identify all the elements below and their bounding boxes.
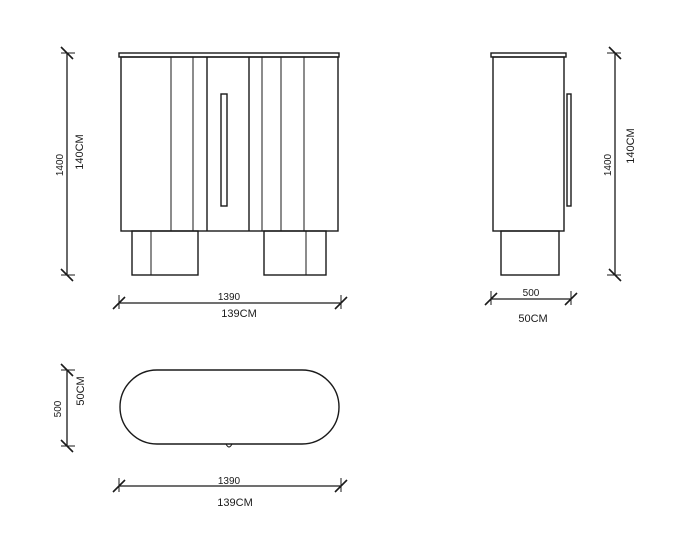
top-depth-mm-label: 500 bbox=[53, 400, 64, 417]
side-depth-mm-label: 500 bbox=[523, 288, 540, 299]
top-width-cm-label: 139CM bbox=[217, 497, 252, 509]
top-depth-cm-label: 50CM bbox=[75, 376, 87, 405]
front-width-cm-label: 139CM bbox=[221, 308, 256, 320]
side-view: 1400 140CM 500 50CM bbox=[484, 46, 637, 325]
front-width-dimension: 1390 139CM bbox=[112, 292, 348, 320]
top-width-mm-label: 1390 bbox=[218, 476, 241, 487]
top-view-handle bbox=[225, 443, 233, 448]
top-view-outline bbox=[119, 369, 340, 445]
side-height-dimension: 1400 140CM bbox=[603, 46, 637, 282]
front-left-door bbox=[170, 57, 208, 231]
side-height-mm-label: 1400 bbox=[603, 153, 614, 176]
side-handle bbox=[566, 93, 572, 207]
side-leg bbox=[500, 230, 560, 276]
side-height-cm-label: 140CM bbox=[625, 128, 637, 163]
side-cabinet-body bbox=[492, 56, 565, 232]
side-depth-cm-label: 50CM bbox=[518, 313, 547, 325]
front-left-leg bbox=[131, 230, 199, 276]
front-height-dimension: 1400 140CM bbox=[55, 46, 86, 282]
front-right-door bbox=[248, 57, 305, 231]
front-right-leg bbox=[263, 230, 327, 276]
top-view: 500 50CM 1390 139CM bbox=[53, 363, 348, 509]
side-depth-dimension: 500 50CM bbox=[484, 288, 578, 325]
top-depth-dimension: 500 50CM bbox=[53, 363, 87, 453]
front-width-mm-label: 1390 bbox=[218, 292, 241, 303]
front-height-cm-label: 140CM bbox=[74, 134, 86, 169]
front-cabinet-body bbox=[120, 56, 339, 232]
front-height-mm-label: 1400 bbox=[55, 153, 66, 176]
front-handle bbox=[220, 93, 228, 207]
front-center-panel bbox=[220, 93, 228, 207]
top-width-dimension: 1390 139CM bbox=[112, 476, 348, 509]
front-view: 1400 140CM 1390 139CM bbox=[55, 46, 348, 320]
